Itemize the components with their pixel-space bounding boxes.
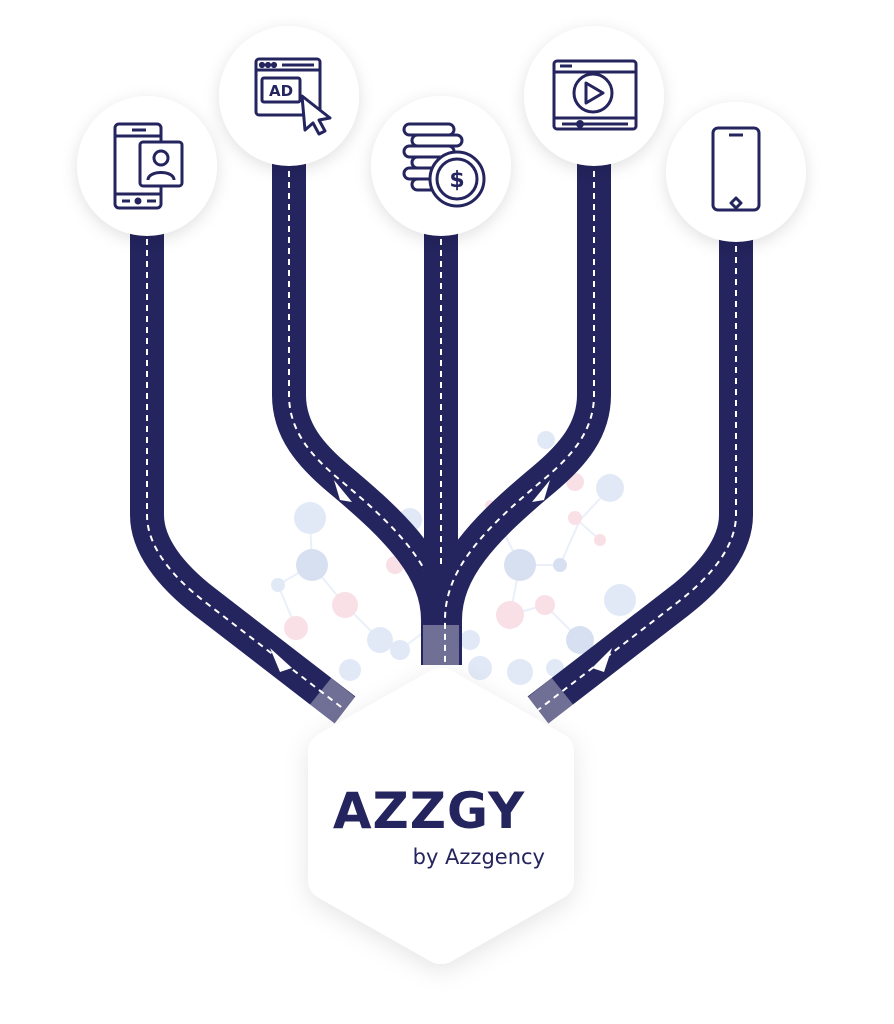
channel-web-ad: AD [219,26,359,166]
brand-tagline: by Azzgency [413,845,545,869]
road-5 [527,235,753,724]
arrow-road-2 [334,480,352,502]
coins-dollar-icon: $ [402,122,486,208]
arrow-road-1 [270,648,292,672]
channel-smartphone [666,102,806,242]
brand-hub: AZZGY by Azzgency [308,668,574,964]
svg-text:AD: AD [269,82,293,100]
channel-video [524,26,664,166]
road-4-dash [444,160,595,665]
roads [130,160,753,731]
svg-text:$: $ [449,168,464,193]
channel-mobile-profile [77,96,217,236]
arrow-road-5 [592,648,612,672]
road-2-dash [288,160,439,665]
channel-coins: $ [371,96,511,236]
road-arrows [270,480,612,672]
channel-icons: AD $ [77,26,806,242]
mobile-profile-icon [113,122,184,210]
brand-name: AZZGY [333,782,525,840]
hub-hexagon [308,668,574,964]
road-2 [272,160,455,665]
molecule-nodes [271,431,636,685]
smartphone-icon [711,126,761,212]
video-player-icon [552,59,638,131]
road-1-dash [146,228,346,711]
arrow-road-4 [532,480,550,502]
road-4 [428,160,611,665]
web-ad-click-icon: AD [254,57,332,136]
